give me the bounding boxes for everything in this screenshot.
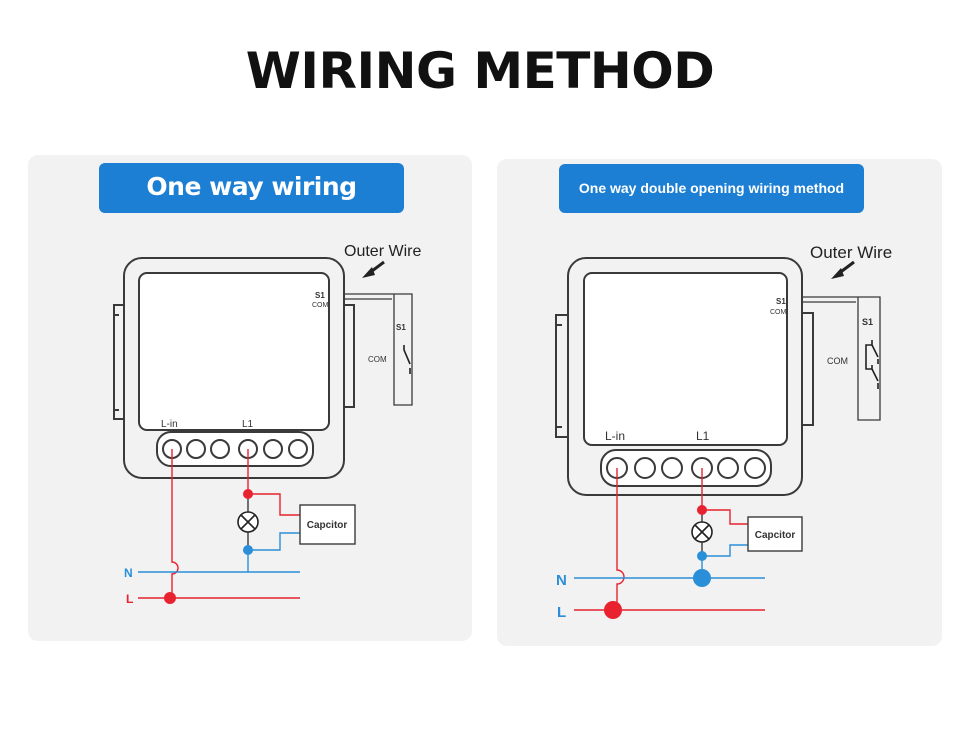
smart-switch-module (113, 257, 355, 479)
neutral-junction-dot (243, 545, 253, 555)
diagram-one-way: L-in L1 S1 COM Outer Wire S1 COM (113, 243, 421, 606)
neutral-line-label-2: N (556, 572, 567, 589)
live-supply-dot (164, 592, 176, 604)
neutral-junction-dot-2 (697, 551, 707, 561)
page-title: WIRING METHOD (245, 42, 715, 100)
live-line-label-2: L (557, 604, 566, 621)
capacitor-box-2 (747, 516, 803, 552)
neutral-wires-2 (574, 544, 765, 579)
switch-label-com: COM (368, 355, 387, 364)
outer-wire-arrowhead (362, 267, 375, 278)
switch-label-com-2: COM (827, 356, 848, 366)
outer-wire-label-2: Outer Wire (810, 243, 892, 262)
live-line-label: L (126, 592, 133, 606)
outer-wire-label: Outer Wire (344, 243, 421, 260)
live-wires-2 (574, 468, 765, 611)
outer-wire-cable (344, 293, 413, 406)
switch-label-s1: S1 (396, 323, 406, 332)
terminal-label-s1-2: S1 (776, 297, 786, 306)
double-switch-contacts (865, 340, 879, 389)
outer-wire-cable-2 (802, 296, 881, 421)
outer-wire-arrowhead-2 (831, 268, 844, 279)
live-supply-dot-2 (604, 601, 622, 619)
smart-switch-module-2 (555, 257, 814, 496)
panel-double-opening-heading: One way double opening wiring method (559, 164, 864, 213)
terminal-label-com-2: COM (770, 309, 787, 316)
neutral-line-label: N (124, 566, 133, 580)
terminal-label-lin-2: L-in (605, 429, 625, 443)
capacitor-box (299, 504, 356, 545)
switch-contact (403, 345, 411, 374)
terminal-label-com: COM (312, 302, 329, 309)
lamp-icon (237, 511, 259, 533)
terminal-label-l1-2: L1 (696, 429, 710, 443)
switch-label-s1-2: S1 (862, 317, 873, 327)
panel-one-way-heading: One way wiring (99, 163, 404, 213)
terminal-label-lin: L-in (161, 419, 178, 430)
capacitor-label-2: Capcitor (755, 530, 796, 541)
terminal-holes-2 (606, 457, 766, 479)
live-junction-dot (243, 489, 253, 499)
terminal-label-l1: L1 (242, 419, 254, 430)
diagram-double-opening: L-in L1 S1 COM Outer Wire S1 COM (555, 243, 892, 621)
capacitor-label: Capcitor (307, 520, 348, 531)
terminal-label-s1: S1 (315, 291, 325, 300)
lamp-icon-2 (691, 521, 713, 543)
neutral-supply-dot (693, 569, 711, 587)
neutral-wires (138, 532, 300, 573)
live-junction-dot-2 (697, 505, 707, 515)
